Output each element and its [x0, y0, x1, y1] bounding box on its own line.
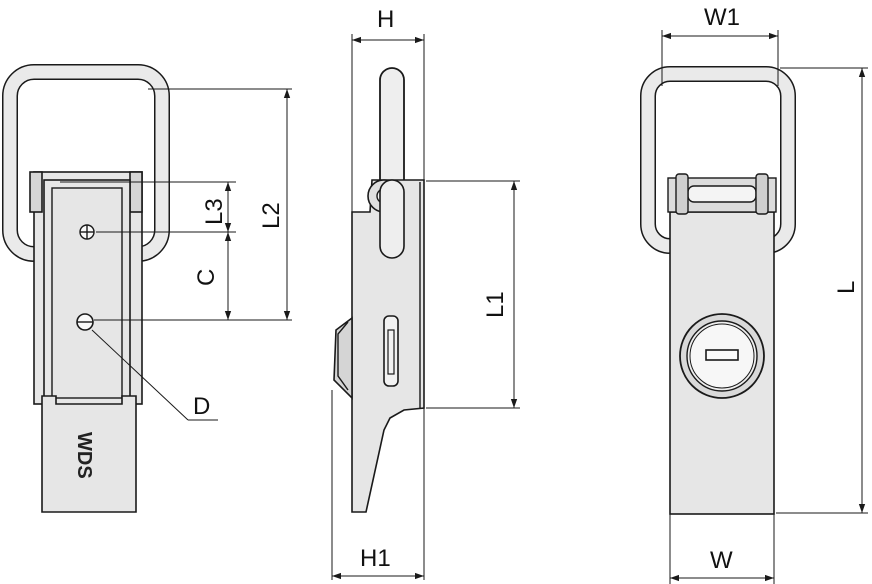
- dim-label-d: D: [193, 393, 210, 420]
- front-view-dimensions: [60, 88, 292, 321]
- back-view: [640, 66, 796, 515]
- dim-label-l2: L2: [258, 202, 285, 229]
- back-view-dimensions: [661, 30, 868, 584]
- dim-label-h: H: [377, 6, 394, 33]
- side-view-dimensions: [331, 34, 520, 580]
- lock-cylinder: [679, 313, 765, 399]
- keyway: [705, 349, 739, 361]
- screw-hole-upper: [79, 224, 95, 240]
- brand-mark: WDS: [73, 432, 95, 479]
- side-view: [333, 67, 425, 513]
- screw-hole-lower: [76, 313, 94, 331]
- dim-label-c: C: [193, 269, 220, 286]
- front-view: WDS: [2, 64, 218, 513]
- dim-label-l: L: [833, 281, 860, 294]
- dim-label-w1: W1: [704, 4, 740, 31]
- dim-label-w: W: [710, 547, 733, 574]
- dim-label-l1: L1: [482, 291, 509, 318]
- dim-label-h1: H1: [360, 545, 391, 572]
- dim-label-l3: L3: [201, 198, 228, 225]
